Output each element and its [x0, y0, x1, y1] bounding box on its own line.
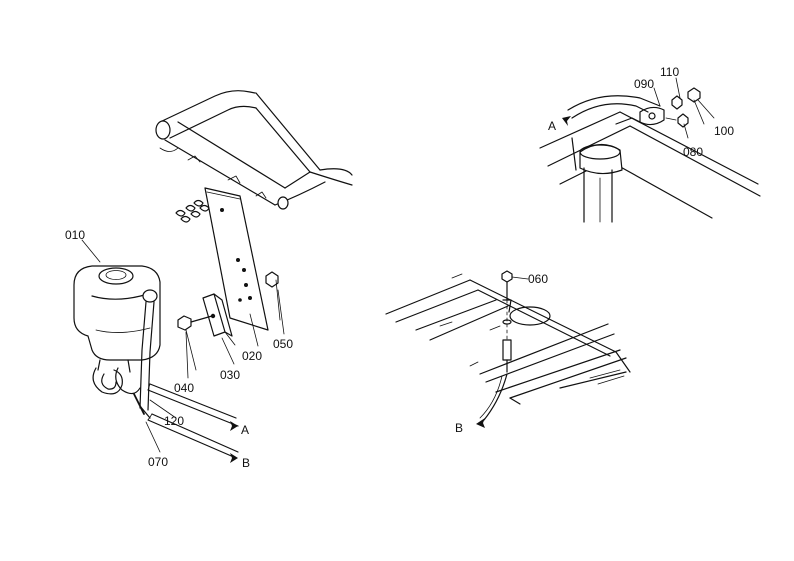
label-110: 110	[660, 65, 679, 79]
nut-050	[265, 271, 281, 321]
label-ref-b-right: B	[455, 421, 463, 435]
hose-lines-left	[147, 383, 239, 459]
label-090: 090	[634, 77, 654, 91]
label-010: 010	[65, 228, 85, 242]
label-ref-a-left: A	[241, 423, 249, 437]
label-050: 050	[273, 337, 293, 351]
mounting-plate	[204, 187, 269, 331]
label-ref-a-right: A	[548, 119, 556, 133]
washers	[175, 199, 210, 223]
label-040: 040	[174, 381, 194, 395]
label-120: 120	[164, 414, 184, 428]
label-030: 030	[220, 368, 240, 382]
label-ref-b-left: B	[242, 456, 250, 470]
label-060: 060	[528, 272, 548, 286]
label-080: 080	[683, 145, 703, 159]
detail-floor-panel	[385, 270, 631, 421]
frame-bracket	[155, 90, 353, 210]
arrows	[230, 116, 571, 463]
bolt-040	[177, 315, 213, 371]
label-070: 070	[148, 455, 168, 469]
reservoir-tank	[73, 265, 161, 419]
leader-lines	[81, 77, 705, 453]
detail-top-right	[539, 87, 761, 223]
label-100: 100	[714, 124, 734, 138]
bracket-030	[202, 293, 236, 346]
label-020: 020	[242, 349, 262, 363]
